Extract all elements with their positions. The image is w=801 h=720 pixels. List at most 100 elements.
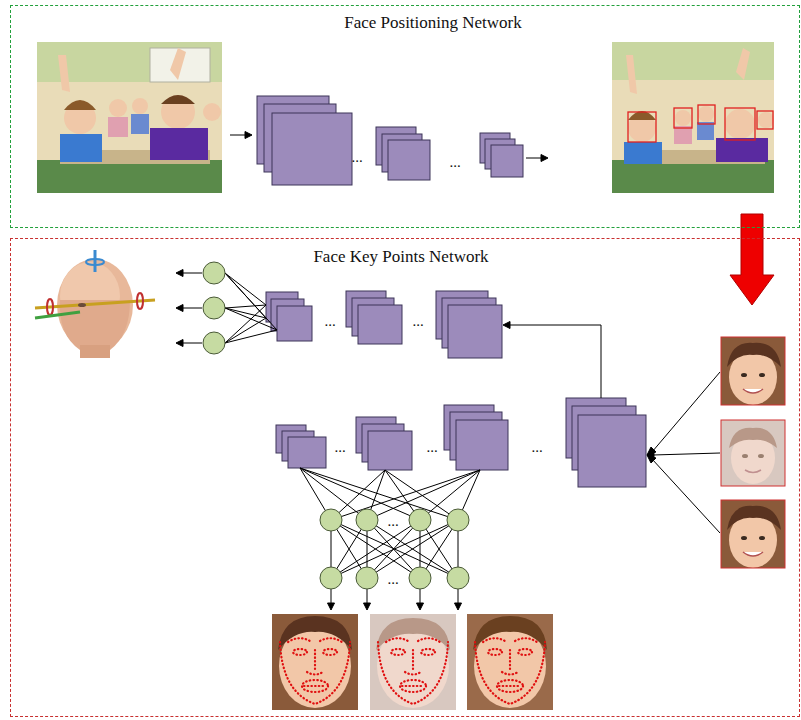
head-pose-figure — [94, 250, 97, 272]
feed-lines — [331, 520, 420, 578]
ellipsis-label: ... — [387, 514, 398, 529]
conv-layer-stacks — [456, 420, 508, 470]
conv-layer-stacks — [277, 306, 312, 341]
neuron-circles — [409, 509, 431, 531]
classroom-photo — [37, 42, 222, 193]
feed-lines — [331, 520, 458, 578]
ellipsis-label: ... — [426, 440, 437, 455]
detected-faces-photo — [624, 142, 662, 164]
feed-lines — [182, 308, 202, 309]
feed-lines — [328, 603, 335, 610]
face-thumbnails — [721, 420, 785, 486]
feed-lines — [364, 603, 371, 610]
neuron-circles — [447, 567, 469, 589]
feed-lines — [182, 273, 202, 274]
feed-lines — [647, 455, 656, 463]
detected-faces-photo — [698, 106, 714, 122]
ellipsis-label: ... — [387, 572, 398, 587]
feed-lines — [652, 372, 720, 452]
face-thumbnails — [721, 337, 785, 568]
feed-lines — [225, 305, 266, 308]
flow-arrows — [245, 132, 252, 139]
head-pose-figure — [35, 312, 80, 318]
flow-arrows — [541, 155, 548, 162]
neuron-circles — [356, 509, 378, 531]
feed-lines — [420, 589, 421, 604]
ellipsis-label: ... — [334, 440, 345, 455]
head-pose-figure — [86, 259, 104, 265]
classroom-photo — [108, 117, 128, 137]
classroom-photo — [58, 55, 70, 92]
detected-faces-photo — [612, 42, 774, 193]
flow-arrows — [230, 135, 247, 136]
face-thumbnails — [721, 420, 785, 486]
ellipsis-label: ... — [324, 314, 335, 329]
face-thumbnails — [742, 454, 748, 458]
network-region: Face Positioning Network — [10, 5, 800, 228]
feed-lines — [300, 468, 480, 578]
keypoint-faces — [378, 638, 448, 704]
head-pose-figure — [60, 300, 130, 350]
feed-lines — [182, 343, 202, 344]
detected-faces-photo — [626, 55, 637, 94]
neuron-circles — [203, 262, 469, 589]
keypoint-faces — [278, 616, 352, 650]
face-thumbnails — [729, 428, 777, 448]
classroom-photo — [150, 48, 210, 82]
feed-lines — [653, 453, 720, 455]
detected-faces-photo — [612, 42, 774, 80]
detected-faces-photo — [716, 138, 768, 162]
conv-layer-stacks — [257, 96, 646, 487]
classroom-photo — [150, 128, 208, 160]
region-title: Face Key Points Network — [313, 247, 488, 267]
ellipsis-label: ... — [531, 440, 542, 455]
feed-lines — [331, 520, 420, 578]
detected-faces-photo — [697, 122, 714, 140]
face-thumbnails — [721, 500, 785, 568]
neuron-circles — [203, 297, 225, 319]
feed-lines — [503, 322, 510, 329]
detected-faces-photo — [725, 108, 755, 140]
detected-faces-photo — [698, 105, 715, 124]
ellipsis-label: ... — [412, 314, 423, 329]
neuron-circles — [409, 567, 431, 589]
region-title: Face Positioning Network — [344, 13, 522, 33]
face-thumbnails — [721, 500, 785, 568]
classroom-photo — [109, 99, 127, 117]
head-pose-figure — [78, 303, 86, 307]
feed-lines — [367, 589, 368, 604]
classroom-photo — [60, 134, 102, 162]
detected-faces-photo — [757, 111, 773, 129]
feed-lines — [331, 520, 458, 578]
conv-layer-stacks — [388, 140, 430, 180]
feed-lines — [331, 589, 332, 604]
feed-lines — [176, 340, 183, 347]
keypoint-faces — [272, 614, 553, 710]
detected-faces-photo — [674, 126, 692, 144]
neuron-circles — [320, 509, 342, 531]
feed-lines — [225, 305, 266, 343]
classroom-photo — [131, 114, 149, 134]
detected-faces-photo — [725, 109, 755, 139]
flow-arrows — [526, 158, 543, 159]
classroom-photo — [132, 98, 148, 114]
detected-faces-photo — [628, 112, 656, 142]
keypoint-faces — [473, 616, 547, 650]
classroom-photo — [37, 42, 222, 193]
neuron-circles — [203, 262, 225, 284]
feed-lines — [225, 273, 266, 305]
neuron-circles — [320, 567, 342, 589]
neuron-circles — [203, 332, 225, 354]
feed-lines — [458, 589, 459, 604]
classroom-photo — [37, 160, 222, 193]
feed-lines — [176, 270, 720, 611]
feed-lines — [417, 603, 424, 610]
feed-lines — [455, 603, 462, 610]
feed-lines — [225, 273, 277, 330]
face-thumbnails — [721, 337, 785, 405]
neuron-circles — [447, 509, 469, 531]
head-pose-figure — [137, 293, 143, 309]
feed-lines — [176, 270, 183, 277]
head-pose-figure — [35, 250, 155, 358]
